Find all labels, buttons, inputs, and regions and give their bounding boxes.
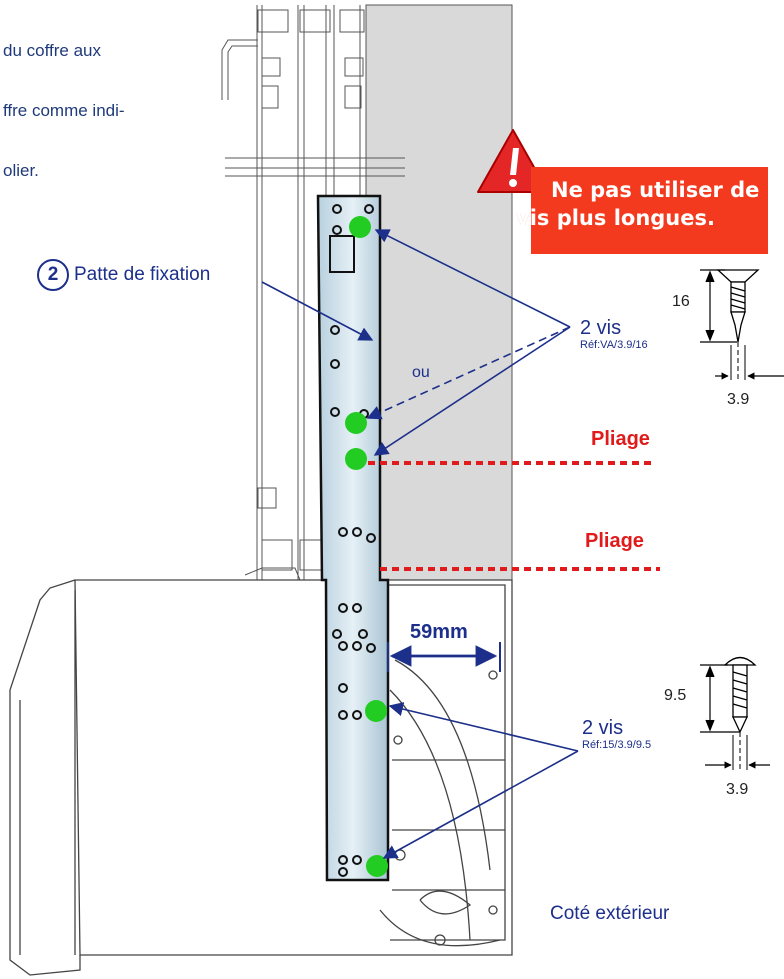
screw-dot-4 (365, 700, 387, 722)
screw-panhead-icon (723, 656, 757, 770)
intro-line-2: ffre comme indi- (3, 101, 125, 120)
or-label: ou (412, 364, 430, 381)
screw-dot-3 (345, 448, 367, 470)
intro-line-1: du coffre aux (3, 41, 101, 60)
warning-triangle-icon (477, 129, 549, 193)
screw-dot-1 (349, 216, 371, 238)
fold-label-2: Pliage (585, 530, 644, 552)
screws-bottom-ref: Réf:15/3.9/9.5 (582, 739, 652, 751)
fixing-plate (316, 194, 390, 882)
screw-countersunk-icon (716, 269, 760, 380)
plate-slot (329, 235, 355, 273)
plate-holes (330, 204, 376, 877)
screw-positions (345, 216, 388, 877)
shutter-box (9, 579, 513, 976)
screw-top-diameter: 3.9 (727, 391, 750, 408)
fold-label-1: Pliage (591, 428, 650, 450)
intro-line-3: olier. (3, 161, 39, 180)
screw-top-length: 16 (672, 293, 690, 310)
screws-top-count: 2 vis (580, 317, 622, 339)
screws-bottom-count: 2 vis (582, 717, 624, 739)
screw-dot-2 (345, 412, 367, 434)
leader-arrows (261, 229, 579, 859)
warning-box (531, 167, 768, 254)
screws-top-ref: Réf:VA/3.9/16 (580, 339, 648, 351)
warning-line-2: vis plus longues. (516, 206, 715, 230)
screw-bottom-length: 9.5 (664, 687, 687, 704)
screw-bottom-diameter: 3.9 (726, 781, 749, 798)
dimension-59mm: 59mm (410, 621, 468, 643)
screw-bottom-dimensions (700, 664, 770, 769)
warning-line-1: Ne pas utiliser de (551, 178, 760, 202)
screw-dot-5 (366, 855, 388, 877)
part-label: Patte de fixation (74, 264, 211, 285)
side-label: Coté extérieur (550, 903, 670, 924)
wall (365, 4, 513, 581)
screw-top-dimensions (700, 269, 784, 380)
part-number-badge: 2 (37, 259, 69, 291)
